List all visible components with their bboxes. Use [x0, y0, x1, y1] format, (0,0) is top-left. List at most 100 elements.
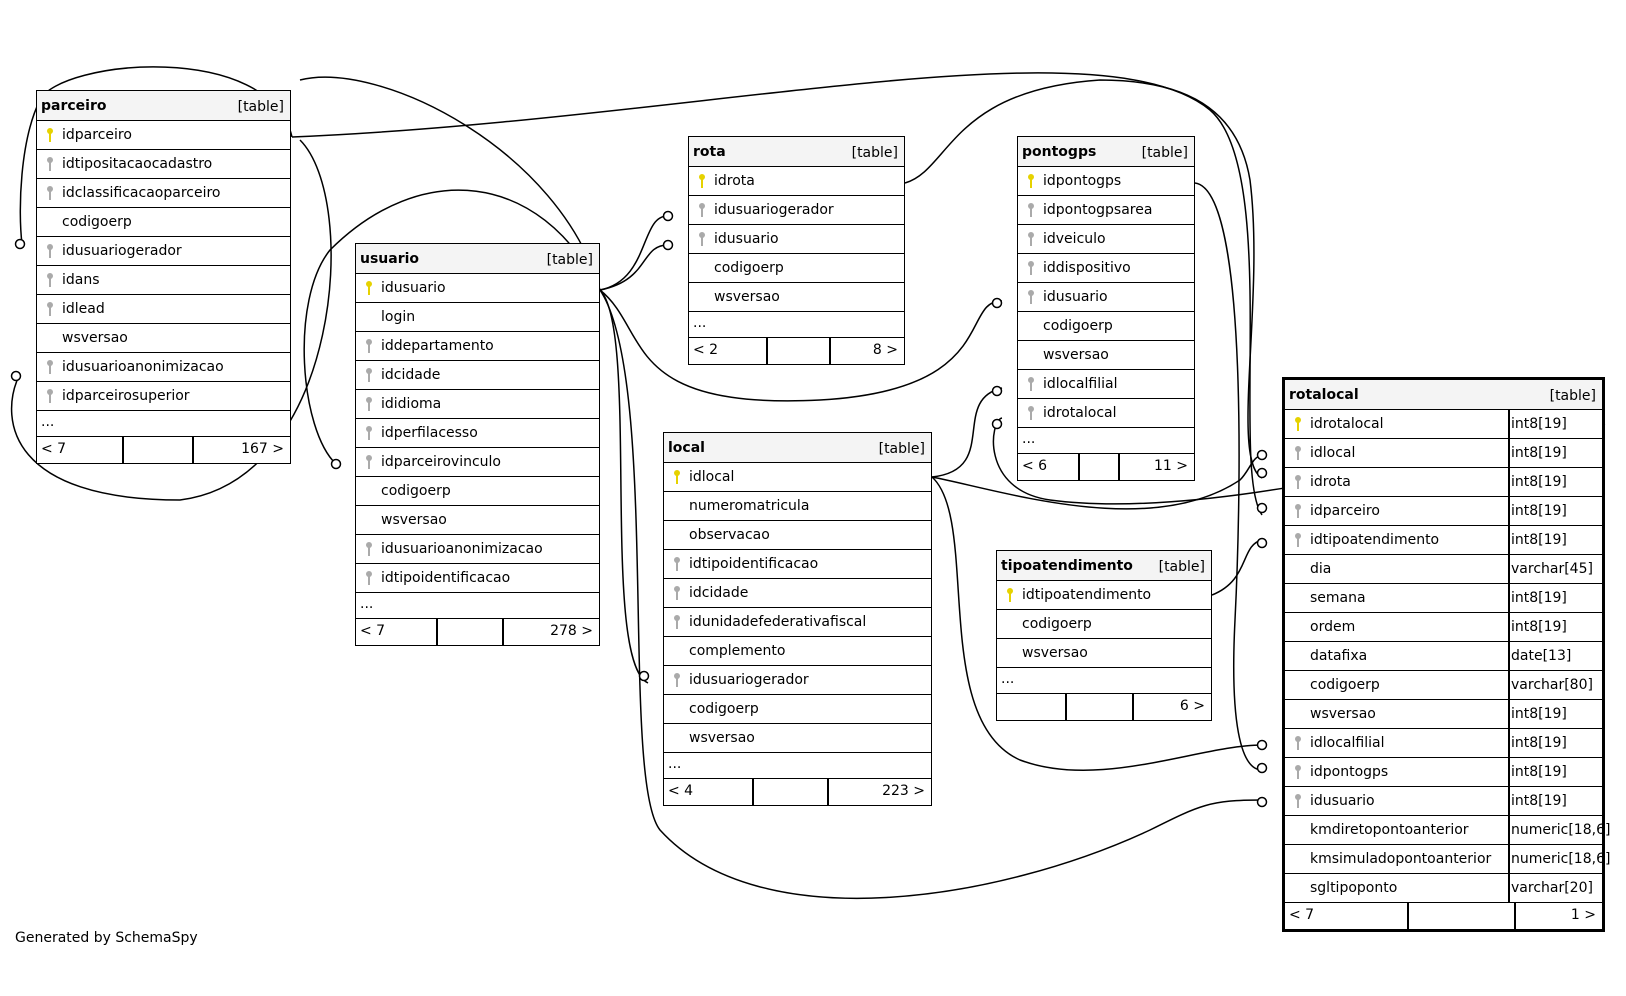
parent-count[interactable]: < 4	[668, 783, 694, 799]
column-row[interactable]: idusuariogerador	[37, 237, 290, 266]
table-header[interactable]: rota[table]	[689, 137, 904, 167]
column-row[interactable]: idclassificacaoparceiro	[37, 179, 290, 208]
column-row[interactable]: idcidade	[664, 579, 931, 608]
column-name: codigoerp	[689, 701, 759, 717]
column-row[interactable]: idpontogpsarea	[1018, 196, 1194, 225]
column-row[interactable]: codigoerp	[689, 254, 904, 283]
column-row[interactable]: login	[356, 303, 599, 332]
table-header[interactable]: pontogps[table]	[1018, 137, 1194, 167]
column-row[interactable]: codigoerp	[356, 477, 599, 506]
column-row[interactable]: idveiculo	[1018, 225, 1194, 254]
parent-count[interactable]: < 7	[41, 441, 67, 457]
table-header[interactable]: local[table]	[664, 433, 931, 463]
column-row[interactable]: wsversao	[1018, 341, 1194, 370]
child-count[interactable]: 278 >	[550, 623, 593, 639]
child-count[interactable]: 167 >	[241, 441, 284, 457]
column-row[interactable]: iddispositivo	[1018, 254, 1194, 283]
column-row[interactable]: idusuario	[1018, 283, 1194, 312]
child-count[interactable]: 8 >	[872, 342, 898, 358]
child-count[interactable]: 11 >	[1154, 458, 1188, 474]
parent-count[interactable]: < 7	[360, 623, 386, 639]
column-name: idusuariogerador	[714, 202, 834, 218]
column-row[interactable]: idunidadefederativafiscal	[664, 608, 931, 637]
column-row[interactable]: idtipoidentificacao	[664, 550, 931, 579]
column-row[interactable]: idparceiro	[37, 121, 290, 150]
column-row[interactable]: idusuariogerador	[689, 196, 904, 225]
column-row[interactable]: iddepartamento	[356, 332, 599, 361]
column-row[interactable]: idusuarioanonimizacao	[356, 535, 599, 564]
column-row[interactable]: idtipoidentificacao	[356, 564, 599, 593]
column-row[interactable]: idusuario	[689, 225, 904, 254]
column-row[interactable]: idpontogps	[1018, 167, 1194, 196]
column-row[interactable]: codigoerp	[1018, 312, 1194, 341]
column-row[interactable]: idparceirosuperior	[37, 382, 290, 411]
parent-count[interactable]: < 2	[693, 342, 719, 358]
table-header[interactable]: usuario[table]	[356, 244, 599, 274]
child-count[interactable]: 223 >	[882, 783, 925, 799]
column-row[interactable]: observacao	[664, 521, 931, 550]
child-count[interactable]: 1 >	[1570, 907, 1596, 923]
column-row[interactable]: idrota	[689, 167, 904, 196]
foreign-key-icon	[366, 397, 372, 411]
table-header[interactable]: tipoatendimento[table]	[997, 551, 1211, 581]
column-name: complemento	[689, 643, 786, 659]
parent-count[interactable]: < 7	[1289, 907, 1315, 923]
column-name: idclassificacaoparceiro	[62, 185, 221, 201]
column-row[interactable]: idusuario	[356, 274, 599, 303]
column-row[interactable]: idtipoatendimento	[997, 581, 1211, 610]
column-row[interactable]: idlocal	[664, 463, 931, 492]
footer-divider	[752, 779, 754, 805]
column-row[interactable]: idlocalfilial	[1018, 370, 1194, 399]
parent-count[interactable]: < 6	[1022, 458, 1048, 474]
column-row[interactable]: idperfilacesso	[356, 419, 599, 448]
column-row[interactable]: idcidade	[356, 361, 599, 390]
column-row[interactable]: idusuarioanonimizacao	[37, 353, 290, 382]
table-header[interactable]: parceiro[table]	[37, 91, 290, 121]
column-row[interactable]: wsversao	[356, 506, 599, 535]
column-row[interactable]: idans	[37, 266, 290, 295]
column-name: idusuario	[381, 280, 446, 296]
column-row[interactable]: wsversao	[37, 324, 290, 353]
table-rota[interactable]: rota[table]idrota idusuariogerador idusuar…	[688, 136, 905, 365]
table-type-label: [table]	[1158, 559, 1205, 575]
table-header[interactable]: rotalocal[table]	[1285, 380, 1602, 410]
column-row[interactable]: codigoerp	[37, 208, 290, 237]
column-row[interactable]: wsversao	[997, 639, 1211, 668]
column-row[interactable]: numeromatricula	[664, 492, 931, 521]
column-row[interactable]: codigoerp	[664, 695, 931, 724]
column-row[interactable]: wsversao	[664, 724, 931, 753]
column-row[interactable]: wsversao	[689, 283, 904, 312]
column-row[interactable]: idrotalocal	[1018, 399, 1194, 428]
column-row[interactable]: ididioma	[356, 390, 599, 419]
child-count[interactable]: 6 >	[1179, 698, 1205, 714]
column-row[interactable]: idparceirovinculo	[356, 448, 599, 477]
column-row[interactable]: idlead	[37, 295, 290, 324]
column-row[interactable]: complemento	[664, 637, 931, 666]
column-row[interactable]: codigoerp	[997, 610, 1211, 639]
column-row[interactable]: idtipositacaocadastro	[37, 150, 290, 179]
column-row[interactable]: idusuariogerador	[664, 666, 931, 695]
